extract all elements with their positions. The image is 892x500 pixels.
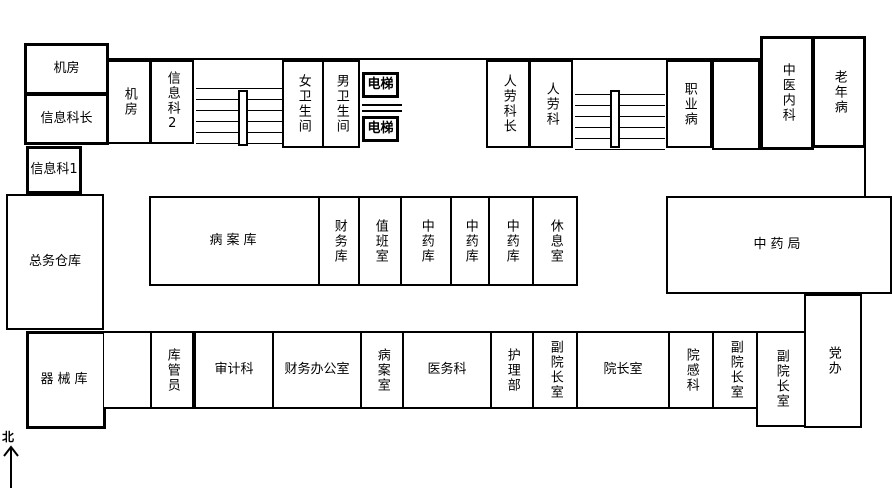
corridor-wall-top <box>107 58 763 60</box>
room-fu-yuanzhang-shi-2: 副院长室 <box>712 331 758 409</box>
room-male-restroom: 男卫生间 <box>322 60 360 148</box>
room-shenji-ke: 审计科 <box>194 331 274 409</box>
room-zhongyi-neike: 中医内科 <box>760 36 814 150</box>
room-xinxi-ke-1: 信息科1 <box>26 146 82 194</box>
room-female-restroom: 女卫生间 <box>282 60 324 148</box>
room-bingan-shi: 病案室 <box>360 331 404 409</box>
arrow-up-icon <box>3 445 19 488</box>
room-xinxi-kezhang: 信息科长 <box>24 93 109 145</box>
elevator-2: 电梯 <box>362 116 399 142</box>
elevator-1: 电梯 <box>362 72 399 98</box>
room-jifang-top-left: 机房 <box>24 43 109 95</box>
room-ku-guanyuan: 库管员 <box>150 331 194 409</box>
room-zhongyao-ku-1: 中药库 <box>400 196 452 286</box>
room-fu-yuanzhang-shi-3: 副院长室 <box>756 331 806 427</box>
room-zhongyao-ju: 中药局 <box>666 196 892 294</box>
room-jifang-vertical: 机房 <box>107 60 151 144</box>
room-laonian-bing: 老年病 <box>812 36 866 148</box>
room-xinxi-ke-2: 信息科2 <box>150 60 194 144</box>
room-zhongyao-ku-3: 中药库 <box>488 196 534 286</box>
room-qixie-ku-ext <box>104 331 152 409</box>
room-zhiye-bing: 职业病 <box>666 60 712 148</box>
room-caiwu-ku: 财务库 <box>318 196 360 286</box>
elevator-divider-2 <box>362 110 402 112</box>
room-fu-yuanzhang-shi-1: 副院长室 <box>532 331 578 409</box>
room-bingan-ku: 病案库 <box>149 196 321 286</box>
room-zongwu-cangku: 总务仓库 <box>6 194 104 330</box>
room-dang-ban: 党办 <box>804 294 862 428</box>
north-label: 北 <box>2 430 15 444</box>
room-yuangan-ke: 院感科 <box>668 331 714 409</box>
room-qixie-ku: 器械库 <box>26 331 106 429</box>
corridor-wall-right <box>864 146 866 196</box>
room-renlao-kezhang: 人劳科长 <box>486 60 530 148</box>
room-yuanzhang-shi: 院长室 <box>576 331 670 409</box>
room-huli-bu: 护理部 <box>490 331 534 409</box>
stairs-left <box>196 88 282 146</box>
room-xiuxi-shi: 休息室 <box>532 196 578 286</box>
elevator-divider <box>362 104 402 106</box>
room-zhongyao-ku-2: 中药库 <box>450 196 490 286</box>
room-yiwu-ke: 医务科 <box>402 331 492 409</box>
north-arrow: 北 <box>2 428 22 488</box>
room-caiwu-bangongshi: 财务办公室 <box>272 331 362 409</box>
room-renlao-ke: 人劳科 <box>529 60 573 148</box>
stairs-right <box>575 90 665 150</box>
room-unlabeled-top-right <box>712 60 760 150</box>
room-zhiban-shi: 值班室 <box>358 196 402 286</box>
